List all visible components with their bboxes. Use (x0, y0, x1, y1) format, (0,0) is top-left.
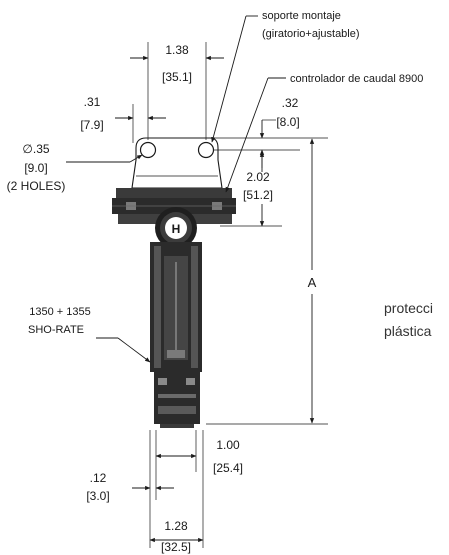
dim-base-width-in: 1.28 (164, 519, 188, 533)
dim-top-width-mm: [35.1] (162, 70, 192, 84)
protection-line2: plástica (384, 323, 432, 339)
dim-overall-label: A (308, 275, 317, 290)
dim-hole-offset-mm: [7.9] (80, 118, 103, 132)
model-line2: SHO-RATE (28, 324, 84, 336)
controller-label: controlador de caudal 8900 (290, 73, 423, 85)
dim-hole-diameter: ∅.35 [9.0] (2 HOLES) (7, 142, 143, 193)
dim-top-offset-in: .32 (282, 96, 299, 110)
dim-hole-dia-mm: [9.0] (24, 161, 47, 175)
svg-text:H: H (172, 222, 181, 236)
dim-top-width-in: 1.38 (165, 43, 189, 57)
dim-hole-count: (2 HOLES) (7, 179, 66, 193)
dim-bottom: 1.00 [25.4] .12 [3.0] 1.28 [32.5] (86, 430, 243, 554)
mount-label-line2: (giratorio+ajustable) (262, 28, 360, 40)
mount-label-line1: soporte montaje (262, 10, 341, 22)
dim-height-in: 2.02 (246, 170, 270, 184)
model-line1: 1350 + 1355 (29, 306, 90, 318)
protection-line1: protecci (384, 300, 433, 316)
dim-top-width: 1.38 [35.1] (130, 42, 224, 140)
dim-body-width-in: 1.00 (216, 438, 240, 452)
dim-height: 2.02 [51.2] (220, 151, 282, 227)
dim-top-offset-mm: [8.0] (276, 115, 299, 129)
controller-flange (116, 188, 232, 200)
flowmeter-device: H (112, 137, 236, 428)
mount-hole-right (197, 141, 215, 159)
dim-body-width-mm: [25.4] (213, 461, 243, 475)
dim-side-offset-in: .12 (90, 471, 107, 485)
callout-model: 1350 + 1355 SHO-RATE (28, 306, 151, 363)
dim-hole-offset: .31 [7.9] (80, 95, 166, 143)
dim-side-offset-mm: [3.0] (86, 489, 109, 503)
dim-top-offset: .32 [8.0] (212, 96, 328, 168)
callout-controller: controlador de caudal 8900 (225, 73, 423, 193)
dim-hole-dia: ∅.35 (22, 142, 49, 156)
dim-overall: A (206, 138, 328, 425)
dim-hole-offset-in: .31 (84, 95, 101, 109)
callout-mount: soporte montaje (giratorio+ajustable) (211, 10, 360, 143)
mount-hole-left (139, 141, 157, 159)
dim-height-mm: [51.2] (243, 188, 273, 202)
dim-base-width-mm: [32.5] (161, 540, 191, 554)
